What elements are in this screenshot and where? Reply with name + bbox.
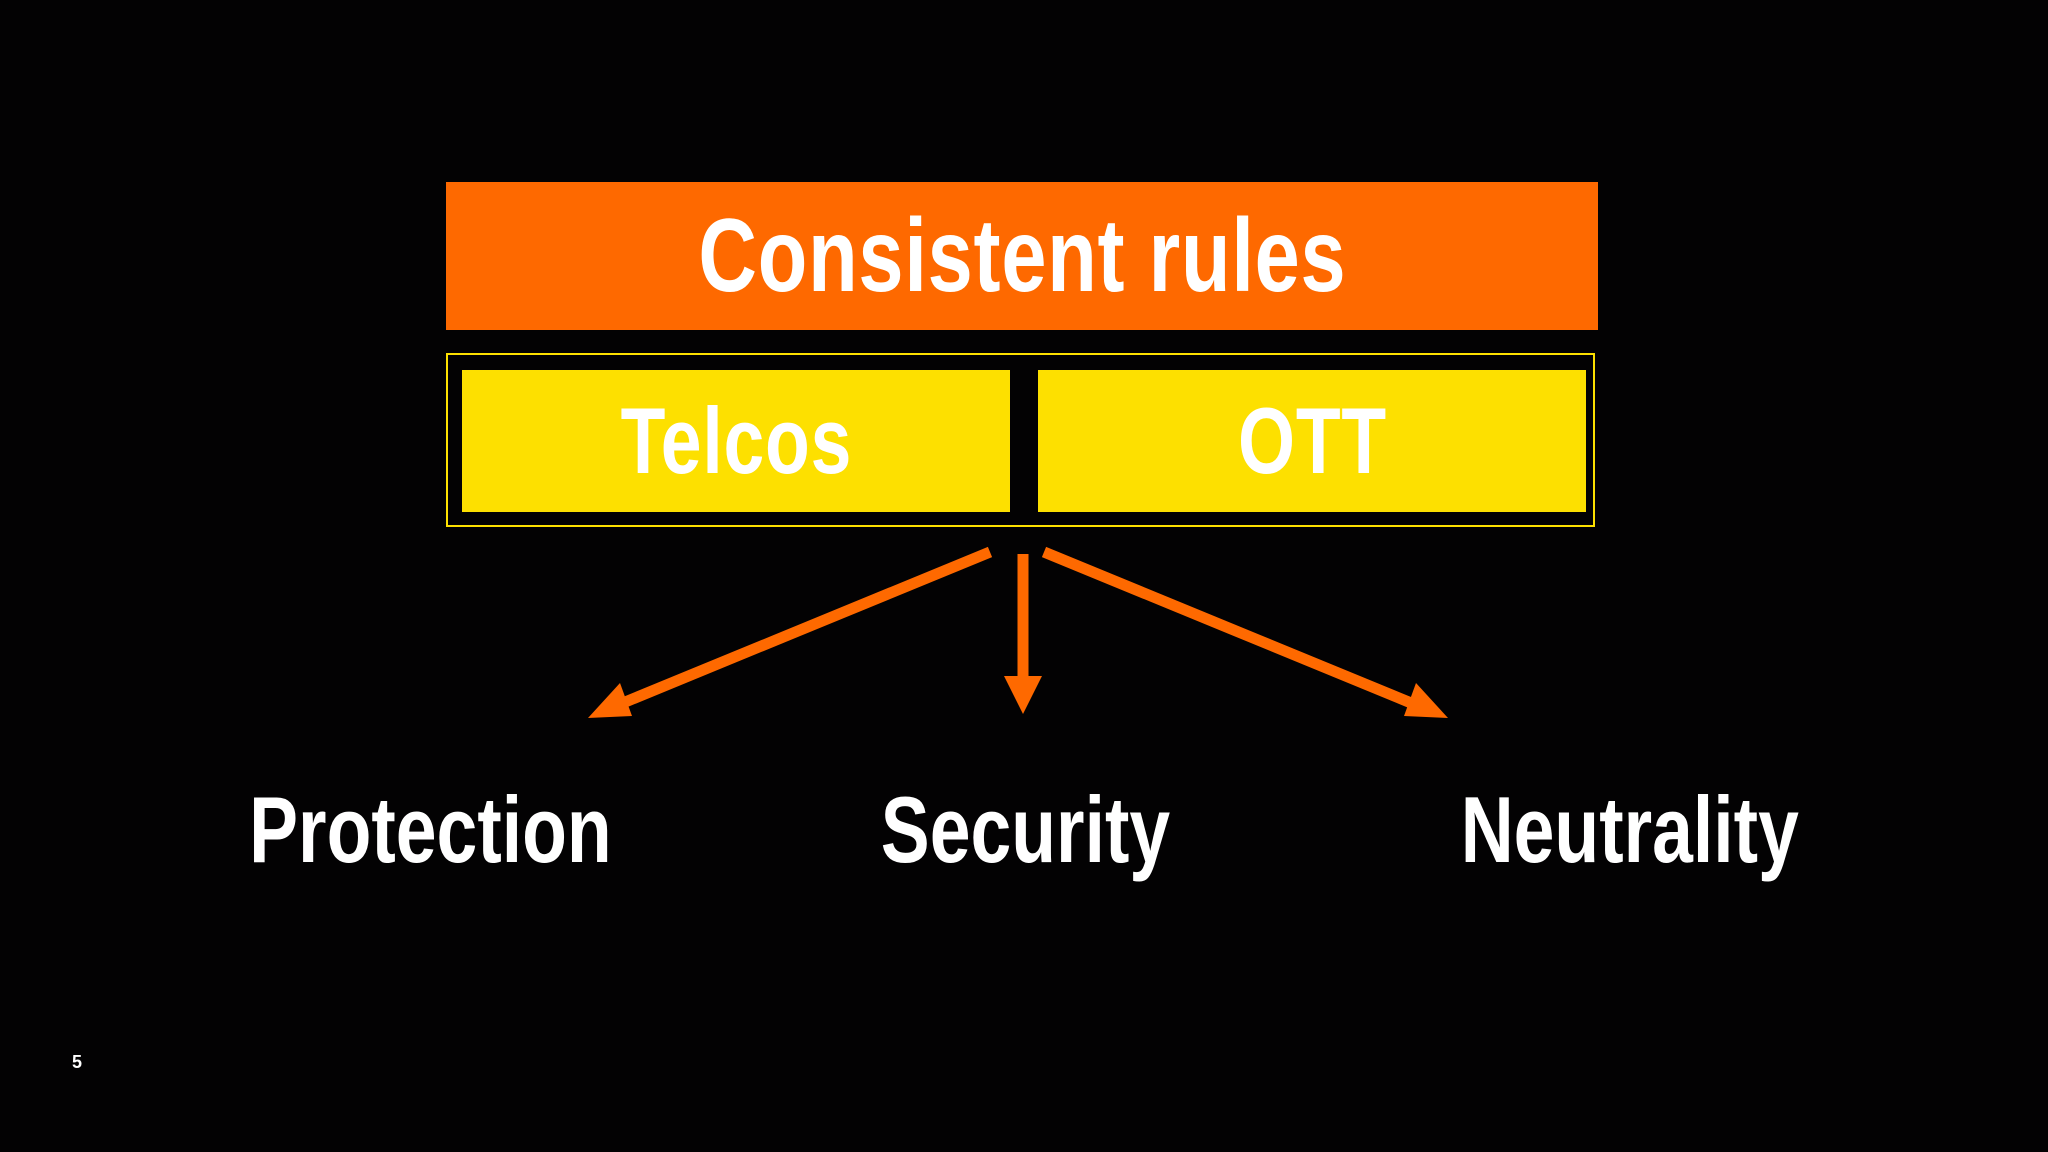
arrow-to-neutrality	[1041, 546, 1448, 718]
neutrality-text: Neutrality	[1460, 777, 1800, 882]
stakeholder-frame	[446, 353, 1595, 527]
protection-label: Protection	[200, 770, 660, 890]
banner-title: Consistent rules	[697, 197, 1347, 314]
telcos-label: Telcos	[620, 388, 852, 493]
security-label: Security	[810, 770, 1240, 890]
arrowhead-protection	[588, 683, 632, 718]
security-text: Security	[880, 777, 1170, 882]
arrow-line-protection	[615, 546, 993, 711]
ott-label: OTT	[1237, 388, 1387, 493]
neutrality-label: Neutrality	[1400, 770, 1860, 890]
arrowhead-security	[1004, 676, 1042, 714]
consistent-rules-banner: Consistent rules	[446, 182, 1598, 330]
page-number: 5	[72, 1052, 83, 1072]
arrow-line-neutrality	[1041, 546, 1419, 711]
arrowhead-neutrality	[1404, 683, 1448, 718]
telcos-box: Telcos	[462, 370, 1010, 512]
arrow-to-protection	[588, 546, 993, 718]
ott-box: OTT	[1038, 370, 1586, 512]
arrow-to-security	[1004, 554, 1042, 714]
protection-text: Protection	[248, 777, 612, 882]
